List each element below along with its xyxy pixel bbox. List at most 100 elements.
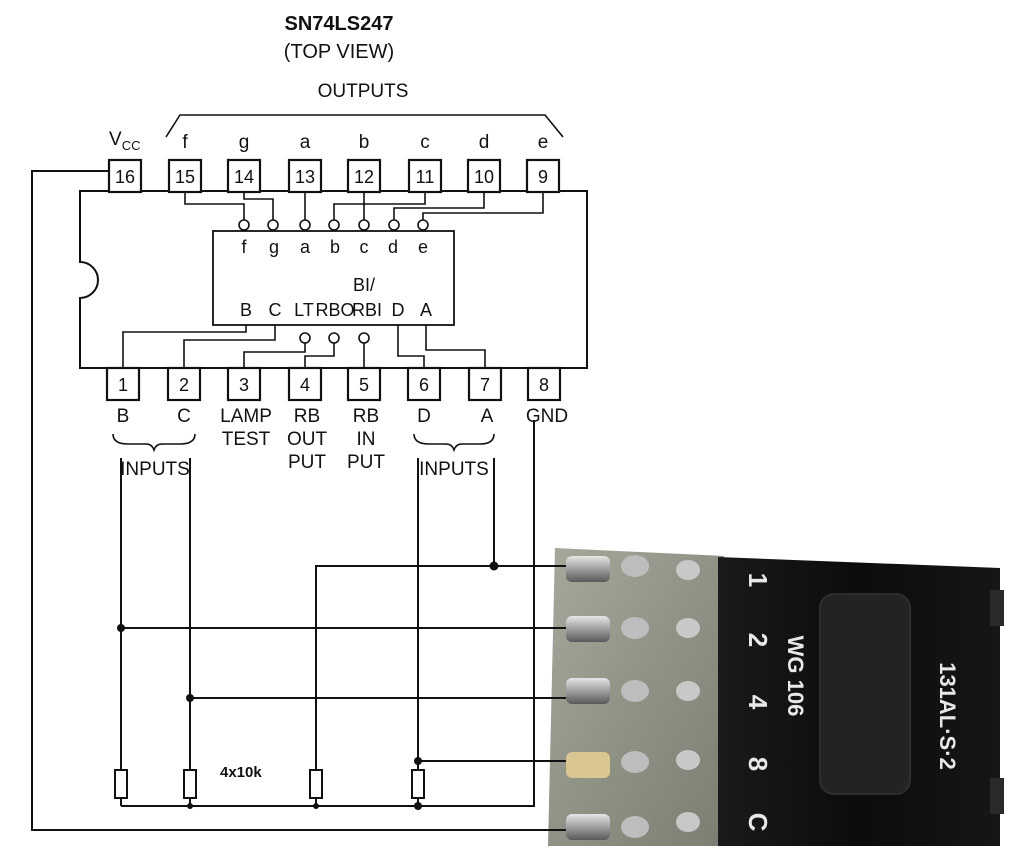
svg-text:9: 9 bbox=[538, 167, 548, 187]
chip-body bbox=[79, 190, 588, 369]
pin-label-c: c bbox=[420, 132, 430, 153]
pin-12: 12 bbox=[346, 158, 382, 194]
inner-bottom-b: B bbox=[240, 300, 252, 320]
bottom-pins: 1 2 3 4 5 6 7 8 bbox=[105, 366, 562, 402]
svg-text:8: 8 bbox=[539, 375, 549, 395]
wire-switch-1 bbox=[315, 565, 566, 770]
inner-bottom-rbo: RBO bbox=[315, 300, 354, 320]
svg-text:2: 2 bbox=[179, 375, 189, 395]
inner-top-c: c bbox=[360, 237, 369, 257]
inputs-brace-left bbox=[112, 433, 196, 453]
pin-11: 11 bbox=[407, 158, 443, 194]
decoder-block bbox=[212, 230, 455, 326]
solder-pads bbox=[566, 555, 700, 840]
junction-dots bbox=[117, 561, 499, 810]
inner-bottom-lt: LT bbox=[294, 300, 314, 320]
svg-text:11: 11 bbox=[416, 167, 435, 187]
inner-top-f: f bbox=[241, 237, 247, 257]
svg-text:16: 16 bbox=[115, 167, 135, 187]
resistor-4 bbox=[411, 769, 425, 799]
switch-number-c: C bbox=[743, 813, 773, 832]
pin-13: 13 bbox=[287, 158, 323, 194]
svg-text:7: 7 bbox=[480, 375, 490, 395]
inner-bottom-rbi: RBI bbox=[352, 300, 382, 320]
pin-label-d-input: D bbox=[417, 406, 431, 427]
inner-top-g: g bbox=[269, 237, 279, 257]
pin-label-c-input: C bbox=[177, 406, 191, 427]
input-wiring bbox=[122, 325, 486, 368]
chip-title: SN74LS247 bbox=[285, 13, 394, 35]
input-bubbles bbox=[299, 332, 370, 344]
inner-top-b: b bbox=[330, 237, 340, 257]
switch-dial bbox=[819, 593, 911, 795]
pin-label-e: e bbox=[538, 132, 549, 153]
svg-text:13: 13 bbox=[295, 167, 315, 187]
inner-top-a: a bbox=[300, 237, 311, 257]
pin-label-a-input: A bbox=[481, 406, 494, 427]
svg-text:5: 5 bbox=[359, 375, 369, 395]
switch-number-8: 8 bbox=[743, 757, 773, 771]
inner-bottom-d: D bbox=[392, 300, 405, 320]
top-pins: 16 15 14 13 12 11 10 9 bbox=[107, 158, 561, 194]
svg-text:4: 4 bbox=[300, 375, 310, 395]
inputs-brace-right bbox=[413, 433, 495, 453]
pin-label-b-input: B bbox=[117, 406, 130, 427]
resistor-1 bbox=[114, 769, 128, 799]
svg-text:3: 3 bbox=[239, 375, 249, 395]
vcc-wire bbox=[31, 170, 566, 831]
output-wiring bbox=[184, 191, 544, 221]
pin-label-a: a bbox=[300, 132, 311, 153]
switch-model: WG 106 bbox=[783, 636, 808, 717]
svg-text:6: 6 bbox=[419, 375, 429, 395]
pin-14: 14 bbox=[226, 158, 262, 194]
switch-number-1: 1 bbox=[743, 573, 773, 587]
pin-3: 3 bbox=[226, 366, 262, 402]
svg-text:14: 14 bbox=[234, 167, 254, 187]
outputs-label: OUTPUTS bbox=[318, 81, 409, 102]
bcd-switch-photo: 1 2 4 8 C WG 106 131AL·S·2 bbox=[548, 546, 1018, 850]
pin-1: 1 bbox=[105, 366, 141, 402]
pin-8: 8 bbox=[526, 366, 562, 402]
pull-down-resistors bbox=[114, 769, 425, 799]
inner-top-d: d bbox=[388, 237, 398, 257]
outputs-brace bbox=[165, 114, 564, 138]
inner-bottom-c: C bbox=[269, 300, 282, 320]
switch-code: 131AL·S·2 bbox=[935, 662, 960, 770]
vcc-label: VCC bbox=[109, 129, 140, 153]
pin-4: 4 bbox=[287, 366, 323, 402]
svg-text:12: 12 bbox=[354, 167, 374, 187]
pin-5: 5 bbox=[346, 366, 382, 402]
chip-subtitle: (TOP VIEW) bbox=[284, 41, 394, 63]
pin-2: 2 bbox=[166, 366, 202, 402]
inner-bi-label: BI/ bbox=[353, 275, 375, 295]
inner-bottom-a: A bbox=[420, 300, 432, 320]
svg-text:10: 10 bbox=[474, 167, 494, 187]
pin-label-g: g bbox=[239, 132, 250, 153]
switch-number-4: 4 bbox=[743, 695, 773, 710]
pin-9: 9 bbox=[525, 158, 561, 194]
inputs-label-left: INPUTS bbox=[120, 459, 190, 480]
switch-number-2: 2 bbox=[743, 633, 773, 647]
pin-7: 7 bbox=[467, 366, 503, 402]
gnd-wire bbox=[121, 420, 535, 807]
svg-text:1: 1 bbox=[118, 375, 128, 395]
pin-15: 15 bbox=[167, 158, 203, 194]
inner-top-e: e bbox=[418, 237, 428, 257]
pin-16: 16 bbox=[107, 158, 143, 194]
pin-6: 6 bbox=[406, 366, 442, 402]
pin-label-f: f bbox=[182, 132, 188, 153]
pin-label-d: d bbox=[479, 132, 490, 153]
resistor-3 bbox=[309, 769, 323, 799]
pin-label-gnd: GND bbox=[526, 406, 568, 427]
pin-10: 10 bbox=[466, 158, 502, 194]
inputs-label-right: INPUTS bbox=[419, 459, 489, 480]
output-bubbles bbox=[238, 219, 429, 231]
svg-text:15: 15 bbox=[175, 167, 195, 187]
resistor-label: 4x10k bbox=[220, 764, 262, 781]
pin-label-b: b bbox=[359, 132, 370, 153]
resistor-2 bbox=[183, 769, 197, 799]
